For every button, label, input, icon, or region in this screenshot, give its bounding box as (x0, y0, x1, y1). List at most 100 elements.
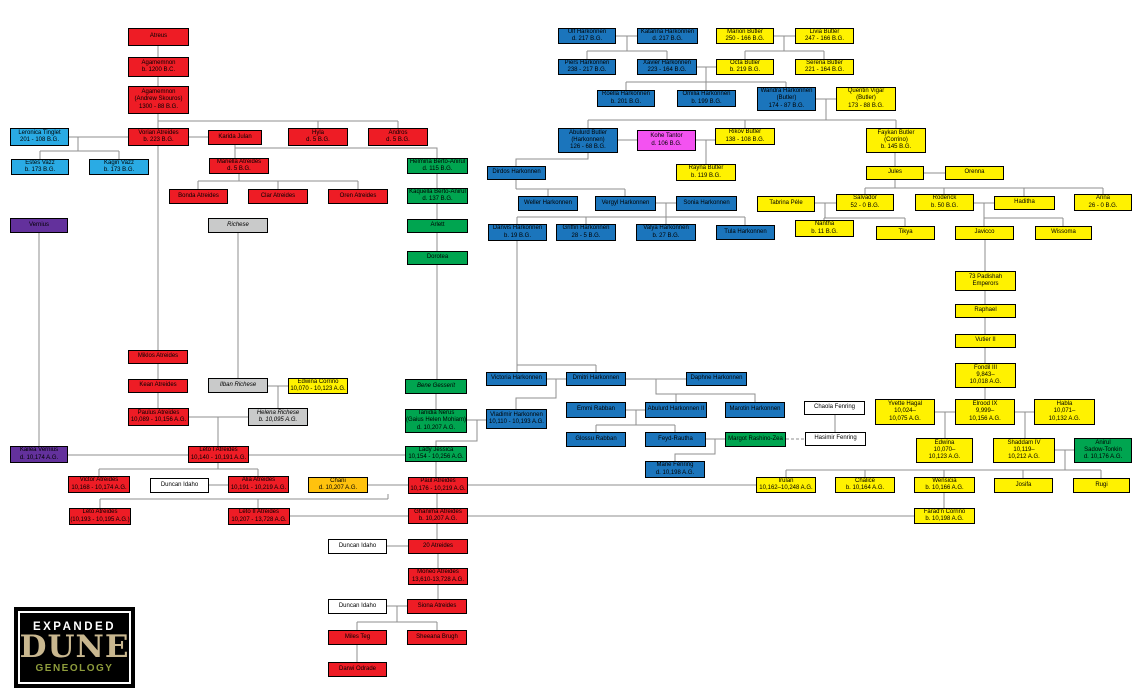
person-node-sheeana-brugh: Sheeana Brugh (407, 630, 467, 645)
person-label: 10,132 A.G. (1048, 415, 1081, 422)
family-connector (515, 153, 589, 166)
person-label: d. 217 B.G. (652, 36, 683, 42)
family-connector (674, 439, 716, 461)
person-label: d. 10,198 A.G. (655, 469, 695, 476)
person-label: Danvis Harkonnen (492, 225, 543, 232)
person-label: Emmi Rabban (576, 406, 615, 413)
person-label: 10,070– (933, 446, 956, 453)
person-label: Tula Harkonnen (724, 228, 767, 235)
person-label: Agamemnon (141, 89, 176, 96)
person-label: 13,610-13,728 A.G. (411, 576, 465, 583)
person-node-ilban-richese: Ilban Richese (208, 378, 268, 393)
person-label: 10,140 - 10,191 A.G. (190, 454, 247, 461)
person-label: Marotin Harkonnen (729, 406, 781, 413)
person-label: Weller Harkonnen (524, 199, 572, 206)
person-label: 10,154 - 10,256 A.G. (408, 454, 464, 460)
person-label: 1300 - 88 B.G. (138, 103, 179, 110)
person-label: Bene Gesserit (416, 382, 456, 389)
person-label: 10,176 - 10,219 A.G. (410, 485, 466, 492)
person-label: 221 - 164 B.G. (804, 67, 845, 73)
person-label: 10,212 A.G. (1008, 454, 1040, 461)
person-node-tula-harkonnen: Tula Harkonnen (716, 225, 775, 240)
person-node-abulurd-harkonnen-ii: Abulurd Harkonnen II (645, 402, 707, 418)
person-node-josifa: Josifa (994, 478, 1053, 493)
person-label: Nantha (814, 221, 835, 228)
person-label: 10,018 A.G. (969, 379, 1002, 386)
family-connector (435, 420, 478, 446)
person-label: (10,193 - 10,195 A.G.) (70, 516, 130, 523)
person-label: Vutier II (975, 337, 996, 344)
person-label: b. 10,166 A.G. (925, 485, 964, 491)
logo-frame: EXPANDED DUNE GENEOLOGY (18, 611, 131, 684)
person-label: Raphael (974, 307, 997, 314)
expanded-dune-geneology-logo: EXPANDED DUNE GENEOLOGY (14, 607, 135, 688)
person-label: Leto Atreides (82, 509, 118, 516)
person-node-raphael: Raphael (955, 304, 1016, 318)
person-node-miles-teg: Miles Teg (328, 630, 387, 645)
person-label: Haditha (1014, 199, 1035, 206)
person-label: (Harkonnen) (571, 136, 605, 143)
person-node-dorotea: Dorotea (407, 251, 468, 265)
person-label: Jules (887, 169, 902, 176)
person-label: Helmina Berto-Anirul (409, 158, 466, 165)
person-label: Kean Atreides (139, 382, 177, 389)
person-label: Daphne Harkonnen (690, 375, 743, 382)
person-label: Roderick (932, 195, 957, 202)
person-label: (Butler) (856, 95, 876, 102)
person-node-rugi: Rugi (1073, 478, 1130, 493)
person-node-arlett: Arlett (407, 219, 468, 233)
person-label: Orenna (964, 169, 985, 176)
person-node-wissoma: Wissoma (1035, 226, 1092, 240)
person-label: b. 27 B.G. (652, 232, 680, 239)
person-label: 238 - 217 B.G. (567, 67, 607, 73)
person-label: Emperors (972, 281, 999, 287)
person-label: b. 223 B.G. (143, 137, 174, 143)
person-label: Irulan (778, 477, 794, 484)
person-node-daphne-harkonnen: Daphne Harkonnen (686, 372, 747, 386)
person-label: Javicco (974, 229, 995, 236)
person-label: Sonia Harkonnen (683, 199, 730, 206)
person-node-dirdos-harkonnen: Dirdos Harkonnen (487, 166, 546, 180)
person-label: b. 219 B.G. (729, 67, 761, 73)
person-label: 10,207 - 13,728 A.G. (231, 516, 287, 523)
person-label: Tikya (898, 229, 913, 236)
person-label: Sadow-Tonkin (1084, 446, 1122, 453)
person-label: Ilban Richese (219, 381, 257, 388)
person-label: Vladimir Harkonnen (490, 411, 543, 418)
family-connector (655, 379, 756, 402)
person-node-haditha: Haditha (994, 196, 1055, 210)
person-label: Marion Butler (727, 28, 763, 35)
person-label: d. 5 B.G. (386, 137, 410, 143)
person-label: Vergyl Harkonnen (601, 199, 650, 206)
person-label: 10,119– (1013, 446, 1035, 453)
person-label: 126 - 68 B.G. (570, 144, 606, 151)
person-node-agamemnon-2: Agamemnon(Andrew Skouros)1300 - 88 B.G. (128, 86, 189, 114)
logo-text-geneology: GENEOLOGY (35, 662, 114, 674)
person-label: Victoria Harkonnen (491, 375, 542, 382)
person-node-abulurd-butler: Abulurd Butler(Harkonnen)126 - 68 B.G. (558, 128, 618, 153)
person-label: b. 199 B.G. (691, 98, 722, 105)
person-label: Duncan Idaho (338, 602, 377, 609)
person-label: Lady Jessica (418, 446, 454, 453)
person-label: Leto I Atreides (199, 447, 238, 454)
person-label: Katarina Harkonnen (640, 28, 695, 35)
person-label: Shaddam IV (1007, 439, 1041, 446)
person-label: Dorotea (426, 254, 449, 261)
person-label: Feyd-Rautha (658, 435, 693, 442)
person-label: b. 10,207 A.G. (418, 516, 458, 522)
